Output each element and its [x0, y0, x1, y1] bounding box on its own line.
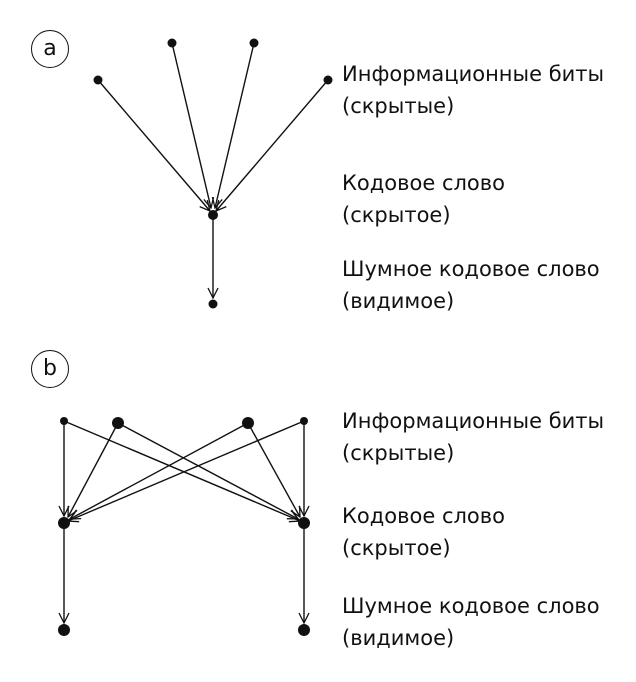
panel-b-codeword-line1: Кодовое слово [342, 504, 505, 528]
panel-a-info-bits-label: Информационные биты (скрытые) [342, 58, 604, 122]
panel-b-edge-bit1-code2 [63, 420, 300, 521]
panel-b-codeword-line2: (скрытое) [342, 536, 451, 560]
panel-b-edges [63, 420, 305, 623]
panel-a-nodes [93, 38, 333, 309]
panel-b-noisy-node [298, 624, 310, 636]
panel-a-info-bit-node [167, 38, 177, 48]
panel-b-edge-bit2-code1 [68, 422, 119, 517]
panel-a-edge-bit3-code [215, 42, 255, 208]
panel-b-codeword-label: Кодовое слово (скрытое) [342, 500, 505, 564]
panel-a-badge: a [31, 30, 69, 68]
panel-b-info-bits-line2: (скрытые) [342, 441, 455, 465]
panel-b-edge-bit2-code2 [117, 422, 298, 519]
panel-b-noisy-node [58, 624, 70, 636]
panel-b-info-bits-line1: Информационные биты [342, 409, 605, 433]
panel-b-noisy-line2: (видимое) [342, 626, 455, 650]
panel-a-noisy-line1: Шумное кодовое слово [342, 257, 600, 281]
panel-a-info-bits-line1: Информационные биты [342, 62, 605, 86]
panel-b-codeword-node [58, 517, 70, 529]
panel-b-edge-bit3-code1 [70, 422, 249, 519]
panel-a-codeword-label: Кодовое слово (скрытое) [342, 167, 505, 231]
panel-a-noisy-label: Шумное кодовое слово (видимое) [342, 253, 600, 317]
panel-a-edge-bit4-code [216, 79, 329, 211]
panel-b-info-bit-node [112, 417, 124, 429]
panel-b-info-bits-label: Информационные биты (скрытые) [342, 405, 604, 469]
panel-b-edge-bit3-code2 [247, 422, 300, 517]
panel-a-edge-bit1-code [97, 79, 210, 211]
panel-b-nodes [58, 417, 310, 636]
panel-a-info-bit-node [323, 75, 333, 85]
panel-a-letter: a [43, 36, 57, 61]
panel-a-codeword-line1: Кодовое слово [342, 171, 505, 195]
panel-a-noisy-line2: (видимое) [342, 289, 455, 313]
panel-b-badge: b [31, 350, 69, 388]
panel-b-edge-bit4-code1 [68, 420, 305, 521]
panel-a-codeword-line2: (скрытое) [342, 203, 451, 227]
panel-a-info-bit-node [249, 38, 259, 48]
panel-a-edge-bit2-code [171, 42, 211, 208]
panel-a-info-bits-line2: (скрытые) [342, 94, 455, 118]
panel-a-codeword-node [208, 210, 218, 220]
panel-b-info-bit-node [300, 417, 308, 425]
panel-b-info-bit-node [242, 417, 254, 429]
panel-a-info-bit-node [93, 75, 103, 85]
panel-a-noisy-node [208, 299, 218, 309]
panel-b-noisy-label: Шумное кодовое слово (видимое) [342, 590, 600, 654]
panel-b-noisy-line1: Шумное кодовое слово [342, 594, 600, 618]
panel-b-letter: b [43, 356, 57, 381]
panel-a-edges [97, 42, 329, 298]
panel-b-codeword-node [298, 517, 310, 529]
panel-b-info-bit-node [60, 417, 68, 425]
